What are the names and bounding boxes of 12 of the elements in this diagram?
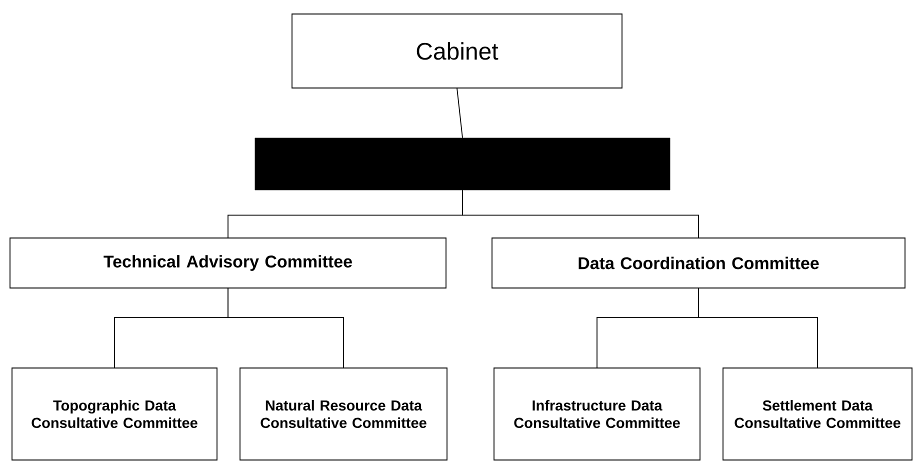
committee-box: Infrastructure Data Consultative Committee	[494, 368, 700, 460]
committee-box: Natural Resource Data Consultative Committee	[240, 368, 448, 460]
filled-box	[254, 138, 670, 190]
committee-box: Technical Advisory Committee	[10, 238, 446, 288]
top-box: Cabinet	[292, 14, 622, 88]
committee-box: Settlement Data Consultative Committee	[722, 368, 912, 460]
committee-box: Data Coordination Committee	[492, 238, 906, 288]
committee-box: Topographic Data Consultative Committee	[12, 368, 218, 460]
connector-line	[456, 88, 463, 138]
connector-line	[462, 190, 699, 238]
connector-line	[698, 288, 818, 368]
connector-line	[228, 288, 344, 368]
